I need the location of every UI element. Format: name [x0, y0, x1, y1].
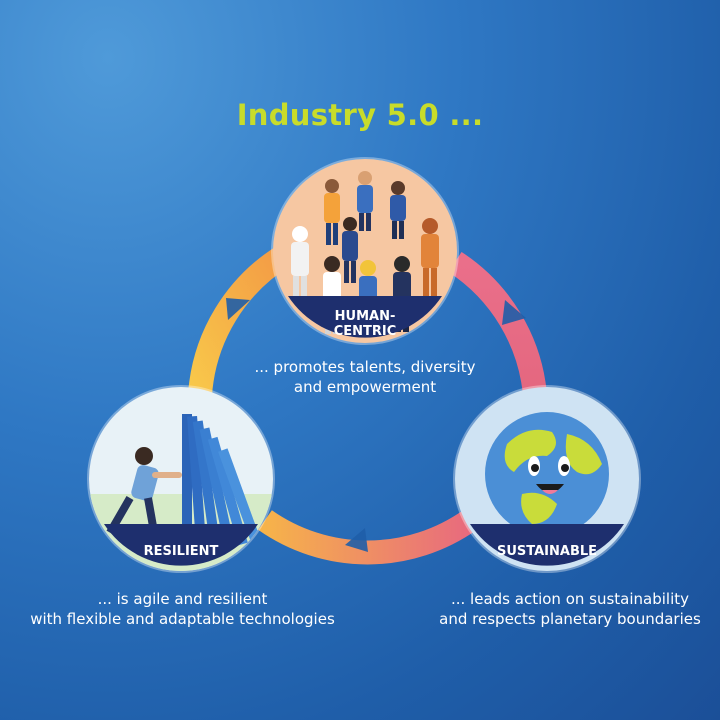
page-title: Industry 5.0 ... [236, 98, 484, 132]
resilient-badge [104, 524, 258, 566]
domino-panels-illustration [182, 414, 262, 546]
smiling-earth-illustration [485, 412, 609, 536]
ring-arrowhead-top-left [226, 298, 250, 320]
resilient-illustration [87, 385, 275, 573]
human-centric-label: HUMAN- CENTRIC [333, 309, 397, 339]
ring-arc-bottom [258, 510, 477, 565]
human-centric-illustration [271, 157, 459, 345]
sustainable-caption: ... leads action on sustainability and r… [439, 590, 701, 628]
resilient-node: RESILIENT [86, 384, 276, 574]
resilient-caption: ... is agile and resilient with flexible… [30, 590, 335, 628]
sustainable-node: SUSTAINABLE [452, 384, 642, 574]
resilient-label: RESILIENT [143, 544, 219, 559]
human-centric-caption: ... promotes talents, diversity and empo… [254, 358, 476, 396]
human-centric-badge [288, 296, 442, 338]
ring-arrowhead-bottom [345, 528, 368, 552]
ring-arrowhead-right [502, 300, 526, 325]
ring-arc-left [188, 244, 292, 397]
sustainable-label: SUSTAINABLE [496, 544, 598, 559]
human-centric-node: HUMAN- CENTRIC [270, 156, 460, 346]
sustainable-badge [470, 524, 624, 566]
sustainable-illustration [453, 385, 641, 573]
